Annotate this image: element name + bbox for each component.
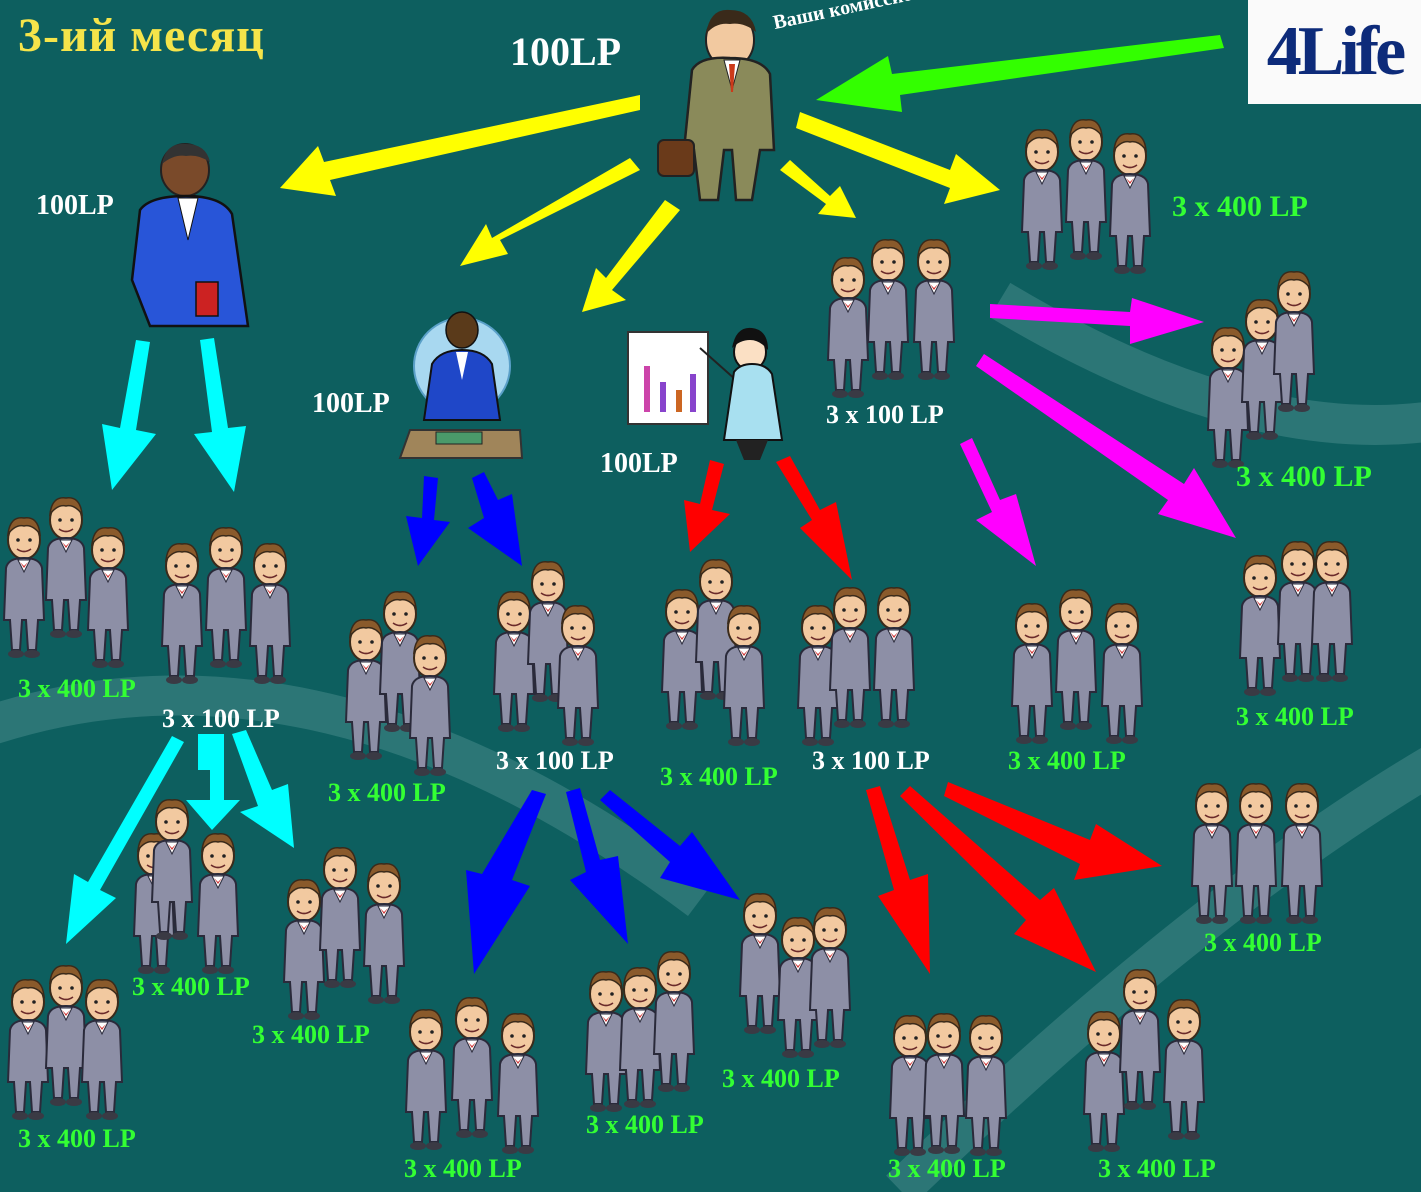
blue-a-label: 3 x 400 LP [328, 778, 446, 807]
left-b-label: 3 x 100 LP [162, 704, 280, 733]
bblue-c-label: 3 x 400 LP [722, 1064, 840, 1093]
cyan-arrows [66, 338, 294, 944]
desk-manager-lp: 100LP [312, 388, 390, 419]
worker-group-bblue-a [405, 996, 539, 1155]
presenter-lp: 100LP [600, 448, 678, 479]
mag-b-label: 3 x 400 LP [1236, 702, 1354, 731]
worker-group-mag-b [1239, 540, 1353, 697]
left-a-label: 3 x 400 LP [18, 674, 136, 703]
worker-group-left-b [161, 526, 291, 685]
red-arrows [684, 456, 1162, 974]
commission-arrow [816, 35, 1224, 112]
blue-suit-man-figure [130, 143, 250, 328]
worker-group-cyan-b [133, 798, 239, 975]
worker-group-blue-b [493, 560, 599, 747]
worker-group-top-right [1022, 120, 1150, 274]
presenter-figure [627, 327, 784, 460]
yellow-arrows [280, 95, 1000, 312]
bblue-b-label: 3 x 400 LP [586, 1110, 704, 1139]
worker-group-mag-a [1011, 588, 1143, 745]
right-lower-label: 3 x 400 LP [1204, 928, 1322, 957]
red-b-label: 3 x 100 LP [812, 746, 930, 775]
desk-man-figure [398, 311, 524, 459]
cyan-a-label: 3 x 400 LP [18, 1124, 136, 1153]
worker-group-cyan-a [7, 964, 123, 1121]
worker-group-cyan-c [283, 846, 405, 1021]
group-right-mid-label: 3 x 100 LP [826, 400, 944, 429]
mag-a-label: 3 x 400 LP [1008, 746, 1126, 775]
cyan-c-label: 3 x 400 LP [252, 1020, 370, 1049]
red-a-label: 3 x 400 LP [660, 762, 778, 791]
blue-b-label: 3 x 100 LP [496, 746, 614, 775]
worker-group-bred-a [889, 1012, 1007, 1157]
bred-a-label: 3 x 400 LP [888, 1154, 1006, 1183]
page-title: 3-ий месяц [18, 9, 265, 62]
worker-group-left-a [3, 496, 129, 669]
left-manager-lp: 100LP [36, 190, 114, 221]
worker-group-bblue-c [739, 892, 851, 1059]
worker-group-right-mid [827, 238, 955, 399]
worker-group-red-b [797, 586, 915, 747]
logo-text: 4Life [1266, 13, 1407, 90]
brand-logo: 4Life [1248, 0, 1421, 104]
bred-b-label: 3 x 400 LP [1098, 1154, 1216, 1183]
magenta-arrows [960, 298, 1236, 566]
top-manager-lp: 100LP [510, 29, 622, 74]
cyan-b-label: 3 x 400 LP [132, 972, 250, 1001]
top-manager-figure [657, 9, 776, 202]
worker-group-red-a [661, 558, 765, 747]
blue-arrows [406, 472, 740, 974]
worker-group-bblue-b [585, 950, 695, 1113]
right-mid-label: 3 x 400 LP [1236, 460, 1372, 493]
bblue-a-label: 3 x 400 LP [404, 1154, 522, 1183]
top-right-label: 3 x 400 LP [1172, 190, 1308, 223]
